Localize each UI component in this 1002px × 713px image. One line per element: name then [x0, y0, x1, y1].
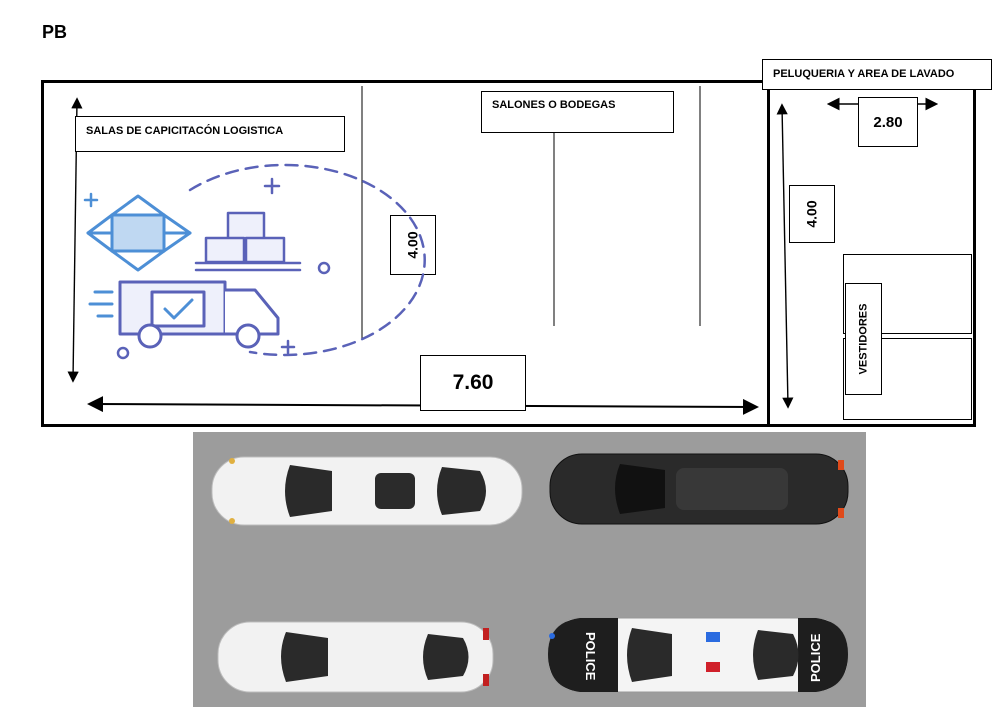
- police-text-rear: POLICE: [808, 633, 823, 682]
- truck-icon: [88, 280, 280, 349]
- black-car-top-right: [549, 453, 849, 525]
- dim-side-width-text: 2.80: [873, 113, 903, 131]
- dim-side-height: 4.00: [789, 185, 835, 243]
- barber-label: PELUQUERIA Y AREA DE LAVADO: [762, 59, 992, 90]
- dim-main-width-text: 7.60: [452, 371, 494, 394]
- dim-side-width: 2.80: [858, 97, 918, 147]
- decorative-plus-marks: [83, 177, 331, 360]
- white-car-top-left: [211, 456, 523, 526]
- dashed-circle: [188, 163, 426, 357]
- boxes-icon: [194, 211, 302, 272]
- dim-arrow-vertical-side: [776, 103, 794, 409]
- barber-text: PELUQUERIA Y AREA DE LAVADO: [773, 68, 955, 80]
- salons-text: SALONES O BODEGAS: [492, 99, 616, 111]
- training-room-text: SALAS DE CAPICITACÓN LOGISTICA: [86, 125, 284, 137]
- salons-label: SALONES O BODEGAS: [481, 91, 674, 133]
- dressing-label: VESTIDORES: [845, 283, 882, 395]
- dim-main-width: 7.60: [420, 355, 526, 411]
- plan-title: PB: [42, 22, 68, 42]
- white-car-bottom-left: [217, 621, 494, 693]
- police-car-bottom-right: POLICE POLICE: [547, 617, 849, 693]
- training-room-label: SALAS DE CAPICITACÓN LOGISTICA: [75, 116, 345, 152]
- police-text-front: POLICE: [583, 632, 598, 681]
- move-arrows-icon: [86, 194, 192, 272]
- dim-main-height: 4.00: [390, 215, 436, 275]
